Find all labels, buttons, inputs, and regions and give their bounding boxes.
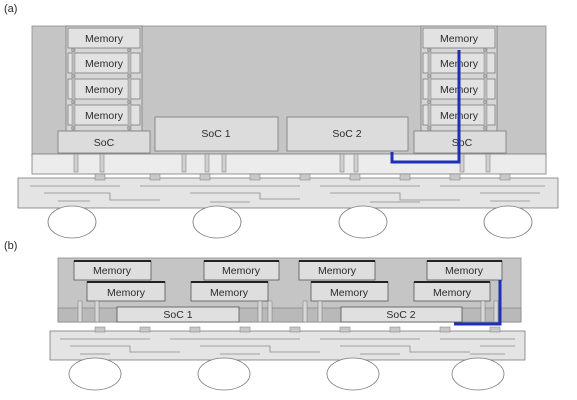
memory-label: Memory xyxy=(85,110,124,122)
soc-label: SoC xyxy=(94,137,115,149)
memory-label: Memory xyxy=(210,287,249,299)
panel-a-substrate-traces xyxy=(30,185,545,203)
panel-b-lower-memory-row: Memory Memory Memory Memory xyxy=(86,281,491,302)
panel-a-left-memory-stack: Memory Memory Memory Memory xyxy=(65,25,143,132)
solder-ball xyxy=(197,357,251,391)
panel-a: (a) Memory Memory Memory Memory xyxy=(4,3,559,239)
solder-ball xyxy=(338,205,388,239)
panel-b-soc-1 xyxy=(116,306,240,323)
memory-label: Memory xyxy=(93,265,132,277)
solder-ball xyxy=(483,205,533,239)
memory-label: Memory xyxy=(85,84,124,96)
solder-ball xyxy=(326,357,380,391)
panel-a-soc-2 xyxy=(286,116,409,152)
soc-1-label: SoC 1 xyxy=(201,128,230,140)
panel-b-signal-path xyxy=(454,280,502,326)
memory-label: Memory xyxy=(445,265,484,277)
solder-ball xyxy=(451,357,505,391)
panel-a-left-soc xyxy=(57,130,151,154)
panel-a-solder-balls xyxy=(47,205,533,239)
panel-b-through-mold-vias xyxy=(77,300,499,323)
memory-die xyxy=(67,52,141,74)
panel-b-package-substrate xyxy=(49,330,526,361)
panel-a-right-memory-stack: Memory Memory Memory Memory xyxy=(420,25,498,132)
solder-ball xyxy=(47,205,97,239)
panel-b-substrate-traces xyxy=(60,338,515,355)
panel-b-soc-2 xyxy=(340,306,463,323)
panel-a-interposer xyxy=(31,153,547,175)
memory-label: Memory xyxy=(440,33,479,45)
memory-label: Memory xyxy=(433,287,472,299)
memory-label: Memory xyxy=(107,287,146,299)
memory-die xyxy=(422,27,496,49)
panel-b: (b) Memory Memory Memory Memory Memory xyxy=(4,240,526,391)
memory-die xyxy=(67,78,141,100)
soc-1-label: SoC 1 xyxy=(163,309,192,321)
solder-ball xyxy=(192,205,242,239)
memory-label: Memory xyxy=(222,265,261,277)
panel-b-upper-memory-row: Memory Memory Memory Memory xyxy=(73,260,503,281)
panel-a-microbumps xyxy=(73,153,491,173)
soc-2-label: SoC 2 xyxy=(386,309,415,321)
soc-2-label: SoC 2 xyxy=(332,128,361,140)
memory-label: Memory xyxy=(85,33,124,45)
panel-a-soc-1 xyxy=(154,116,279,152)
memory-die xyxy=(67,104,141,126)
memory-label: Memory xyxy=(85,58,124,70)
memory-label: Memory xyxy=(330,287,369,299)
memory-die xyxy=(67,27,141,49)
panel-b-label: (b) xyxy=(4,240,17,252)
panel-a-label: (a) xyxy=(4,3,17,15)
solder-ball xyxy=(68,357,122,391)
soc-label: SoC xyxy=(452,137,473,149)
panel-a-signal-path xyxy=(390,50,461,164)
panel-b-solder-balls xyxy=(68,357,505,391)
memory-label: Memory xyxy=(318,265,357,277)
